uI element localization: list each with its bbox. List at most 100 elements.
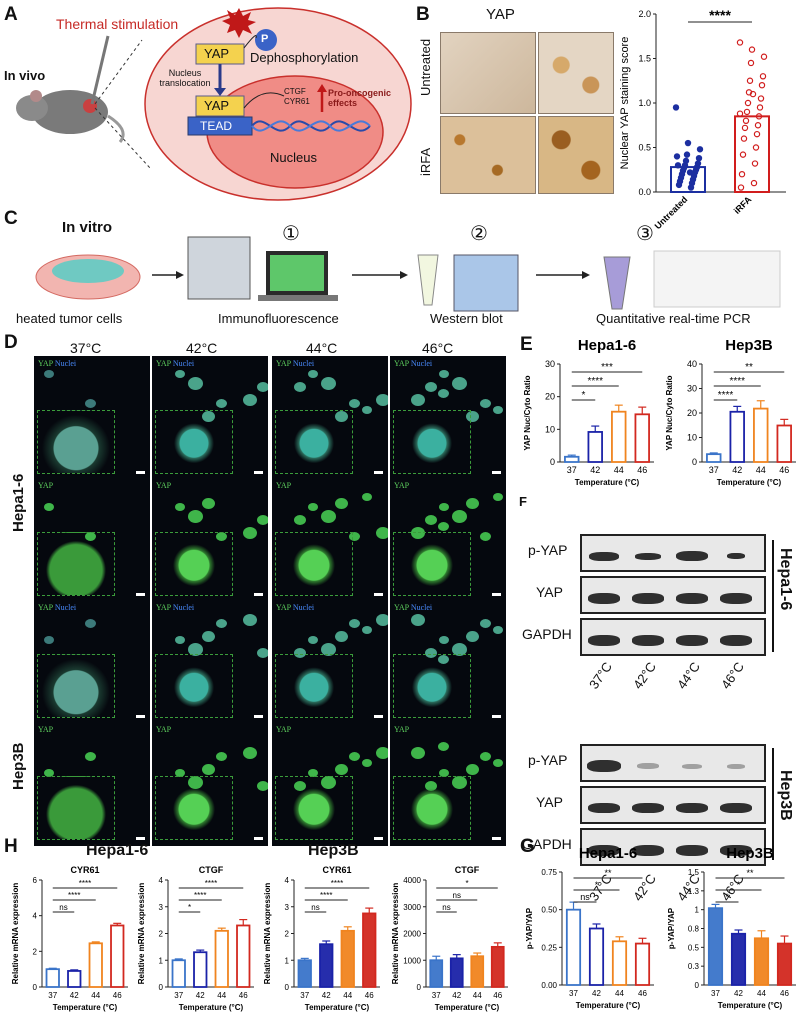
if-cell-shape: [349, 752, 360, 761]
if-zoom-inset: [155, 532, 233, 596]
chartE1-ytick-label-2: 20: [545, 392, 555, 402]
scale-bar: [136, 715, 145, 718]
chart-b-point-1-3: [747, 59, 755, 67]
chartE2-ytick-label-2: 20: [687, 408, 697, 418]
scale-bar: [374, 837, 383, 840]
chartH4-sig-label-1: ns: [453, 891, 461, 900]
chartH4-ytick-label-4: 4000: [403, 876, 421, 885]
if-cell-shape: [480, 532, 491, 541]
blot-band-r3-l0: [587, 760, 621, 772]
chartH1-title: CYR61: [70, 865, 99, 875]
if-image-r3-c2: YAP: [272, 722, 388, 846]
if-cell-shape: [321, 377, 336, 390]
chartG1-xtick-44: 44: [615, 989, 624, 998]
if-image-r2-c3: YAP Nuclei: [390, 600, 506, 724]
chartH1-xtick-37: 37: [48, 991, 57, 1000]
if-image-r2-c2: YAP Nuclei: [272, 600, 388, 724]
if-cell-shape: [335, 498, 348, 509]
scale-bar: [492, 593, 501, 596]
chart-b-bar-1: [734, 115, 770, 193]
f-temp-label-0-3: 46°C: [718, 659, 747, 692]
chartE1-bar-44: [611, 410, 627, 463]
if-image-channel-tag: YAP: [156, 725, 171, 734]
ihc-untreated-high-mag: [538, 32, 614, 114]
chartH1-ylabel: Relative mRNA expression: [11, 883, 20, 985]
chartH2-sig-label-1: ****: [194, 891, 206, 900]
chartG1-sig-label-2: **: [604, 868, 612, 878]
if-cell-shape: [188, 510, 203, 523]
blot-band-r0-l2: [676, 551, 708, 561]
chartH4-xlabel: Temperature (°C): [435, 1003, 500, 1012]
if-cell-shape: [85, 619, 96, 628]
pcr-instrument-shape: [653, 250, 781, 308]
chartH1-bar-46: [110, 924, 125, 988]
chartE2-ytick-label-4: 40: [687, 359, 697, 369]
if-cell-shape: [439, 636, 449, 644]
if-image-channel-tag: YAP: [276, 481, 291, 490]
if-image-channel-tag: YAP Nuclei: [394, 603, 432, 612]
channel-nuclei-label: Nuclei: [290, 359, 315, 368]
chartH1-bar-42: [67, 970, 82, 988]
chartE2-bar-44: [753, 407, 769, 463]
chart-b-point-0-4: [695, 154, 703, 162]
if-cell-shape: [294, 648, 306, 658]
chartH4-ytick-label-0: 0: [417, 983, 422, 992]
chartG2-ytick-label-4: 1: [695, 906, 700, 915]
if-image-channel-tag: YAP Nuclei: [394, 359, 432, 368]
d-hepa1-6-label: Hepa1-6: [10, 473, 27, 532]
channel-nuclei-label: Nuclei: [52, 359, 77, 368]
chartE1-title: Hepa1-6: [578, 337, 636, 354]
chart-b-point-1-19: [739, 151, 747, 158]
chartH4-xtick-44: 44: [473, 991, 482, 1000]
chartE2-ytick-label-1: 10: [687, 433, 697, 443]
scale-bar: [254, 593, 263, 596]
chartH4-ytick-label-2: 2000: [403, 930, 421, 939]
if-cell-shape: [452, 510, 467, 523]
chart-b-point-1-23: [737, 184, 745, 191]
if-cell-shape: [439, 370, 449, 378]
if-cell-shape: [335, 764, 348, 775]
chartE2-ylabel: YAP Nuc/Cyto Ratio: [665, 375, 674, 450]
if-cell-shape: [411, 747, 425, 759]
chartG1-sig-label-1: *: [595, 880, 599, 890]
chartH4-bar-42: [449, 957, 464, 988]
chart-b-point-1-18: [752, 144, 760, 151]
chartG1-ytick-label-0: 0.00: [541, 981, 557, 990]
chartH1-sig-label-2: ****: [79, 879, 91, 888]
chartG2-xtick-46: 46: [780, 989, 789, 998]
chartG1-ytick-label-3: 0.75: [541, 868, 557, 877]
if-cell-shape: [439, 503, 449, 511]
chart-b-ytick-label-0: 0.0: [638, 187, 651, 197]
if-image-r1-c1: YAP: [152, 478, 268, 602]
if-cell-shape: [335, 631, 348, 642]
chartE2-sig-label-2: **: [745, 362, 753, 373]
f-hepa-gapdh-label: GAPDH: [522, 626, 572, 642]
channel-yap-label: YAP: [276, 481, 292, 490]
microscope-shape: [187, 236, 251, 300]
if-cell-shape: [466, 631, 479, 642]
ihc-untreated-label: Untreated: [418, 38, 433, 96]
chartG1-xtick-46: 46: [638, 989, 647, 998]
chart-b-point-1-21: [738, 170, 746, 178]
chartH2-xtick-44: 44: [217, 991, 226, 1000]
if-zoom-inset: [275, 410, 353, 474]
if-cell-shape: [294, 515, 306, 525]
chartE2-bar-46: [776, 424, 792, 463]
if-cell-shape: [438, 389, 449, 398]
if-cell-shape: [425, 382, 437, 392]
d-temp-44: 44°C: [306, 340, 338, 356]
if-cell-shape: [202, 498, 215, 509]
if-image-r0-c2: YAP Nuclei: [272, 356, 388, 480]
qpcr-label: Quantitative real-time PCR: [596, 311, 751, 326]
chartH4-ytick-label-1: 1000: [403, 956, 421, 965]
f-hep3b-gapdh-label: GAPDH: [522, 836, 572, 852]
chart-b-point-1-13: [742, 117, 750, 125]
step-2-badge: ②: [470, 223, 488, 245]
if-zoom-inset: [37, 532, 115, 596]
if-image-channel-tag: YAP: [38, 481, 53, 490]
chartH4-xtick-46: 46: [493, 991, 502, 1000]
chart-b-point-1-14: [754, 122, 762, 129]
if-cell-shape: [321, 643, 336, 656]
chart-b-point-1-24: [749, 90, 757, 98]
phospho-p-label: P: [261, 33, 269, 45]
